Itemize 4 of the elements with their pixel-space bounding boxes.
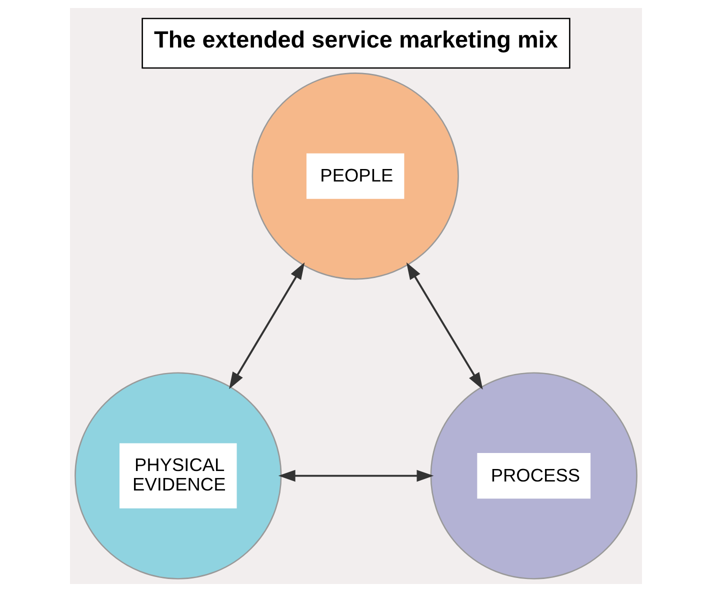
- arrow: [406, 262, 482, 390]
- diagram-title: The extended service marketing mix: [154, 26, 558, 53]
- arrow: [228, 262, 304, 390]
- arrow: [278, 470, 434, 482]
